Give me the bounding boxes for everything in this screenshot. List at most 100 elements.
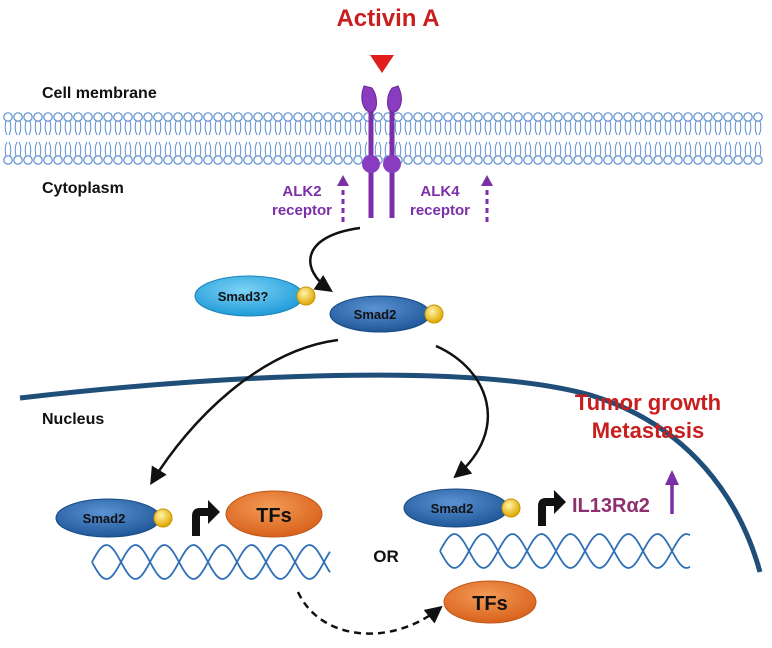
lipid-head	[233, 155, 243, 165]
lipid-tail	[404, 120, 412, 136]
tfs-label: TFs	[472, 593, 508, 615]
lipid-tail	[224, 141, 232, 157]
lipid-head	[463, 112, 473, 122]
lipid-head	[53, 155, 63, 165]
lipid-tail	[324, 120, 332, 136]
lipid-head	[83, 112, 93, 122]
smad2-nucleus-left: Smad2	[55, 498, 173, 538]
lipid-head	[653, 112, 663, 122]
lipid-head	[463, 155, 473, 165]
lipid-head	[443, 155, 453, 165]
lipid-tail	[124, 141, 132, 157]
lipid-tail	[204, 141, 212, 157]
lipid-head	[253, 155, 263, 165]
lipid-head	[503, 155, 513, 165]
lipid-tail	[104, 141, 112, 157]
lipid-tail	[444, 120, 452, 136]
lipid-head	[233, 112, 243, 122]
lipid-tail	[334, 141, 342, 157]
lipid-head	[483, 112, 493, 122]
lipid-tail	[34, 120, 42, 136]
lipid-head	[533, 112, 543, 122]
lipid-head	[693, 112, 703, 122]
lipid-tail	[44, 120, 52, 136]
lipid-head	[153, 112, 163, 122]
lipid-head	[253, 112, 263, 122]
tfs-right: TFs	[443, 580, 537, 624]
lipid-tail	[414, 120, 422, 136]
smad3-label: Smad3?	[218, 289, 269, 304]
lipid-tail	[114, 141, 122, 157]
lipid-tail	[74, 141, 82, 157]
lipid-head	[603, 112, 613, 122]
lipid-tail	[724, 120, 732, 136]
nuclear-envelope	[19, 372, 763, 573]
lipid-head	[663, 155, 673, 165]
lipid-head	[243, 155, 253, 165]
lipid-head	[613, 112, 623, 122]
lipid-head	[343, 112, 353, 122]
lipid-head	[43, 112, 53, 122]
lipid-tail	[644, 120, 652, 136]
lipid-tail	[194, 141, 202, 157]
lipid-head	[633, 155, 643, 165]
lipid-head	[623, 112, 633, 122]
lipid-head	[373, 112, 383, 122]
lipid-tail	[64, 120, 72, 136]
lipid-head	[673, 112, 683, 122]
lipid-head	[663, 112, 673, 122]
lipid-head	[273, 155, 283, 165]
lipid-tail	[664, 120, 672, 136]
smad-to-left-nucleus-arrow	[150, 338, 339, 485]
lipid-head	[693, 155, 703, 165]
phosphate-icon	[501, 498, 521, 518]
lipid-tail	[564, 141, 572, 157]
lipid-tail	[244, 141, 252, 157]
lipid-tail	[14, 120, 22, 136]
lipid-head	[223, 155, 233, 165]
lipid-tail	[224, 120, 232, 136]
il13ra2-label: IL13Rα2	[572, 495, 650, 517]
lipid-head	[423, 155, 433, 165]
lipid-tail	[434, 120, 442, 136]
lipid-tail	[104, 120, 112, 136]
lipid-tail	[424, 120, 432, 136]
lipid-tail	[744, 120, 752, 136]
lipid-head	[453, 112, 463, 122]
lipid-tail	[314, 141, 322, 157]
lipid-tail	[374, 141, 382, 157]
lipid-tail	[324, 141, 332, 157]
phosphate-icon	[424, 304, 444, 324]
lipid-head	[173, 112, 183, 122]
lipid-tail	[64, 141, 72, 157]
lipid-head	[653, 155, 663, 165]
lipid-tail	[204, 120, 212, 136]
lipid-head	[503, 112, 513, 122]
lipid-tail	[644, 141, 652, 157]
receptor-to-smad-arrow	[309, 226, 361, 292]
lipid-head	[573, 112, 583, 122]
lipid-head	[83, 155, 93, 165]
phosphate-icon	[296, 286, 316, 306]
smad3-protein: Smad3?	[194, 275, 316, 317]
lipid-tail	[164, 120, 172, 136]
lipid-tail	[574, 141, 582, 157]
lipid-head	[523, 112, 533, 122]
lipid-tail	[54, 120, 62, 136]
lipid-tail	[294, 120, 302, 136]
lipid-head	[283, 112, 293, 122]
lipid-tail	[394, 141, 402, 157]
lipid-tail	[194, 120, 202, 136]
lipid-head	[493, 112, 503, 122]
alk4-up-arrow-icon	[481, 175, 493, 222]
lipid-tail	[754, 120, 762, 136]
lipid-head	[313, 112, 323, 122]
lipid-tail	[424, 141, 432, 157]
lipid-tail	[124, 120, 132, 136]
smad2-label: Smad2	[354, 307, 397, 322]
lipid-tail	[34, 141, 42, 157]
lipid-head	[203, 155, 213, 165]
lipid-tail	[454, 141, 462, 157]
lipid-bilayer	[3, 112, 763, 165]
